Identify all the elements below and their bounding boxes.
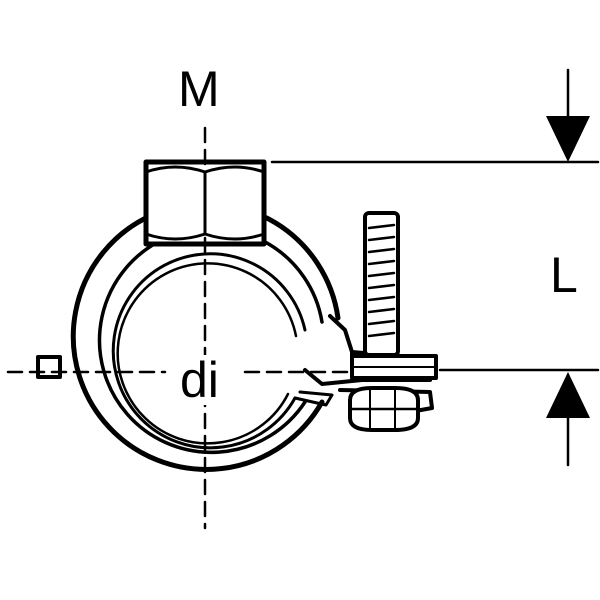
center-lines: [6, 126, 354, 530]
dimension-l: [270, 68, 600, 467]
dimension-arrows: [546, 116, 590, 418]
clamp-ring: [70, 200, 341, 472]
clamp-liner-inner: [116, 262, 298, 445]
arrow-down-icon: [546, 116, 590, 162]
clamp-band-inner-edge: [97, 226, 324, 455]
arrow-up-icon: [546, 372, 590, 418]
closure-screw: [338, 211, 438, 432]
clamp-lower-lip: [293, 390, 334, 407]
inner-diameter-label: di: [176, 355, 223, 405]
thread-size-label: M: [178, 61, 220, 117]
left-stub: [36, 355, 62, 379]
clamp-liner-outer: [111, 252, 307, 450]
clamp-outer-band: [70, 200, 341, 472]
length-label: L: [550, 247, 578, 303]
